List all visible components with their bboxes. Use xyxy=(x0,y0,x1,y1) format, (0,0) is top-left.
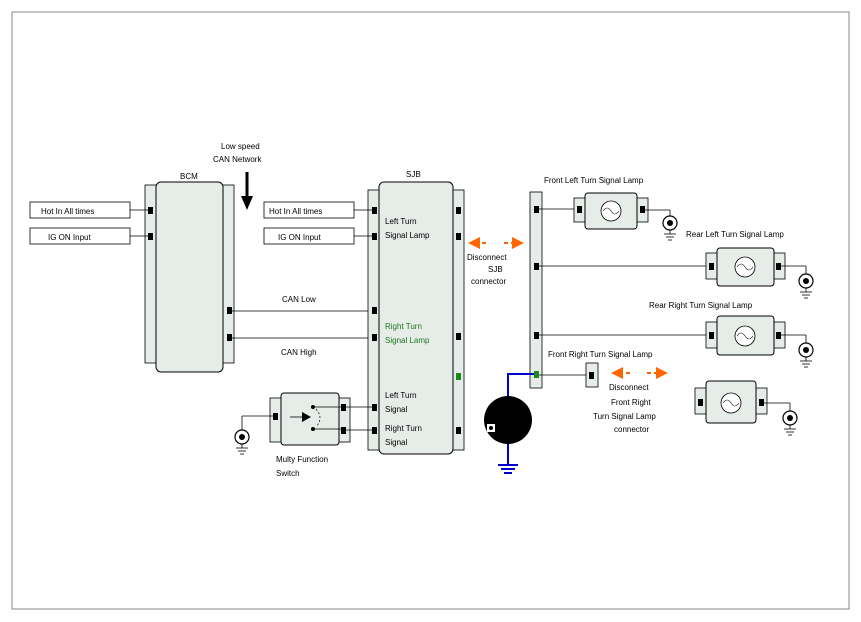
sjb-left-turn-lamp-2: Signal Lamp xyxy=(385,231,430,240)
ground-wire xyxy=(498,373,534,474)
motor-icon xyxy=(484,396,532,444)
front-right-lamp xyxy=(694,380,791,424)
bcm-module: BCM xyxy=(144,172,235,373)
sjb-left-turn-signal-2: Signal xyxy=(385,405,407,414)
rear-left-lamp-label: Rear Left Turn Signal Lamp xyxy=(686,230,784,239)
ground-icon xyxy=(234,415,273,455)
multi-function-switch xyxy=(269,392,351,446)
front-right-connector xyxy=(539,362,599,388)
ground-icon xyxy=(798,273,814,299)
sjb-right-turn-lamp-1: Right Turn xyxy=(385,322,422,331)
can-high-label: CAN High xyxy=(281,348,317,357)
bcm-hot-input-box: Hot In All times xyxy=(29,201,148,219)
sjb-input-hot: Hot In All times xyxy=(269,207,322,216)
bcm-title: BCM xyxy=(180,172,198,181)
ground-icon xyxy=(662,215,678,241)
mfs-label-2: Switch xyxy=(276,469,300,478)
sjb-hot-input-box: Hot In All times xyxy=(263,201,372,219)
rear-left-lamp xyxy=(539,247,807,287)
can-network-label-1: Low speed xyxy=(221,142,260,151)
disconnect-fr-1: Disconnect xyxy=(609,383,649,392)
front-left-lamp xyxy=(539,192,671,230)
disconnect-sjb-1: Disconnect xyxy=(467,253,507,262)
bcm-input-ig: IG ON Input xyxy=(48,233,91,242)
ground-icon xyxy=(782,410,798,436)
mfs-label-1: Multy Function xyxy=(276,455,328,464)
sjb-left-turn-signal-1: Left Turn xyxy=(385,391,417,400)
sjb-left-turn-lamp-1: Left Turn xyxy=(385,217,417,226)
disconnect-sjb-3: connector xyxy=(471,277,506,286)
lamp-connector-bus xyxy=(529,191,543,389)
sjb-ig-input-box: IG ON Input xyxy=(263,227,372,245)
rear-right-lamp-label: Rear Right Turn Signal Lamp xyxy=(649,301,753,310)
bcm-ig-input-box: IG ON Input xyxy=(29,227,148,245)
disconnect-sjb-2: SJB xyxy=(488,265,503,274)
rear-right-lamp xyxy=(539,315,807,356)
can-network-label-2: CAN Network xyxy=(213,155,262,164)
sjb-module: SJB xyxy=(367,170,465,455)
ground-icon xyxy=(798,342,814,368)
front-left-lamp-label: Front Left Turn Signal Lamp xyxy=(544,176,644,185)
can-low-label: CAN Low xyxy=(282,295,316,304)
sjb-right-turn-signal-2: Signal xyxy=(385,438,407,447)
sjb-title: SJB xyxy=(406,170,421,179)
disconnect-fr-2: Front Right xyxy=(611,398,651,407)
sjb-input-ig: IG ON Input xyxy=(278,233,321,242)
can-network-arrow xyxy=(241,172,253,210)
disconnect-fr-4: connector xyxy=(614,425,649,434)
sjb-right-turn-lamp-2: Signal Lamp xyxy=(385,336,430,345)
sjb-right-turn-signal-1: Right Turn xyxy=(385,424,422,433)
disconnect-fr-3: Turn Signal Lamp xyxy=(593,412,656,421)
front-right-lamp-label: Front Right Turn Signal Lamp xyxy=(548,350,653,359)
bcm-input-hot: Hot In All times xyxy=(41,207,94,216)
